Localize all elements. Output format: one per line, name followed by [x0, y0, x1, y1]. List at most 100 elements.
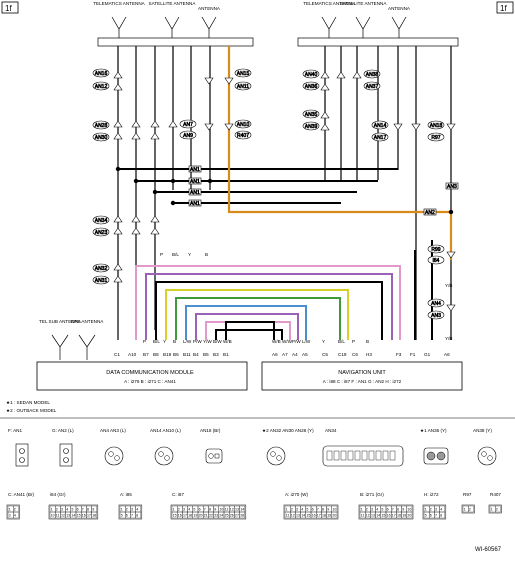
pin-number: 3 [9, 514, 11, 518]
pin-number: 20 [407, 514, 411, 518]
svg-text:P/W: P/W [193, 339, 202, 344]
pin-number: 18 [188, 514, 192, 518]
pin-number: 3 [61, 508, 63, 512]
pin-number: 3 [371, 508, 373, 512]
connector-an35: AN35 [302, 109, 320, 119]
pin-number: 6 [312, 508, 314, 512]
colored-wire-bundles [135, 240, 433, 340]
pin-number: 4 [66, 508, 68, 512]
svg-text:L/W: L/W [302, 339, 311, 344]
svg-text:AN1: AN1 [190, 190, 200, 196]
pin-number: 2 [291, 508, 293, 512]
legend-pinout-label: i84 (Gr) [50, 492, 66, 497]
pin-number: 2 [469, 508, 471, 512]
connector-an11: AN11 [234, 81, 252, 91]
svg-text:1f: 1f [500, 4, 507, 13]
legend-pinout-label: H: i272 [424, 492, 439, 497]
pin-number: 12 [291, 514, 295, 518]
legend-connector-label: F: AN1 [8, 428, 22, 433]
svg-text:P: P [143, 339, 146, 344]
pin-number: 7 [435, 514, 437, 518]
nav-wire-colors: W/B W/W P/W L/W Y B/L P B [272, 339, 369, 344]
svg-text:B6: B6 [173, 352, 179, 357]
pin-number: 16 [312, 514, 316, 518]
svg-text:L/W: L/W [183, 339, 192, 344]
svg-text:B1: B1 [223, 352, 229, 357]
antenna-symbols [111, 16, 407, 38]
pin-number: 24 [219, 514, 223, 518]
svg-text:AN12: AN12 [95, 84, 108, 90]
pin-number: 6 [430, 514, 432, 518]
svg-text:P/W: P/W [292, 339, 301, 344]
pin-number: 10 [332, 508, 336, 512]
svg-text:AN35: AN35 [305, 112, 318, 118]
pin-number: 16 [82, 514, 86, 518]
pin-number: 16 [178, 514, 182, 518]
svg-text:AN34: AN34 [95, 218, 108, 224]
svg-text:AN30: AN30 [95, 135, 108, 141]
svg-text:AN14: AN14 [374, 123, 387, 129]
legend-connector-label: AN34 [325, 428, 337, 433]
svg-text:AN17: AN17 [374, 135, 387, 141]
pin-number: 13 [296, 514, 300, 518]
svg-text:B/L: B/L [172, 252, 179, 257]
svg-text:AN1: AN1 [190, 179, 200, 185]
pin-number: 10 [51, 514, 55, 518]
connectors-left: AN16 AN12 AN28 AN30 AN7 AN9 AN15 AN11 AN… [92, 68, 252, 285]
block-connector-icon [322, 445, 404, 467]
pin-number: 4 [188, 508, 190, 512]
pin-number: 3 [435, 508, 437, 512]
left-antenna-body [97, 37, 254, 47]
connector-an3: AN3 [427, 310, 445, 320]
svg-text:R407: R407 [237, 133, 249, 139]
pin-number: 12 [61, 514, 65, 518]
connector-an40: AN40 [302, 69, 320, 79]
svg-text:Y/W: Y/W [203, 339, 212, 344]
svg-text:GPS ANTENNA: GPS ANTENNA [71, 319, 105, 324]
bottom-antennas: TEL SUB ANTENNA GPS ANTENNA [39, 319, 104, 360]
svg-text:B/L: B/L [338, 339, 345, 344]
connector-i84: i84 [427, 255, 445, 265]
svg-text:H3: H3 [366, 352, 372, 357]
svg-text:B11: B11 [183, 352, 191, 357]
svg-text:AN1: AN1 [190, 167, 200, 173]
connector-an23: AN23 [92, 227, 110, 237]
pin-number: 7 [317, 508, 319, 512]
legend-connector-5: ★2 AN32 AN30 AN28 (Y) [262, 428, 314, 466]
pin-number: 20 [332, 514, 336, 518]
svg-text:R97: R97 [431, 135, 440, 141]
pin-number: 6 [77, 508, 79, 512]
svg-text:AN10: AN10 [237, 122, 250, 128]
pin-number: 12 [366, 514, 370, 518]
pin-number: 4 [440, 508, 442, 512]
pin-number: 21 [204, 514, 208, 518]
svg-text:B/L: B/L [153, 339, 160, 344]
square-connector-icon [205, 448, 223, 464]
pin-number: 2 [56, 508, 58, 512]
pin-number: 10 [407, 508, 411, 512]
svg-text:AN18: AN18 [430, 123, 443, 129]
pin-number: 6 [126, 514, 128, 518]
pin-number: 10 [219, 508, 223, 512]
svg-text:A6: A6 [272, 352, 278, 357]
connector-an15: AN15 [234, 68, 252, 78]
svg-text:AN15: AN15 [237, 71, 250, 77]
svg-text:TELEMATICS ANTENNA: TELEMATICS ANTENNA [303, 1, 355, 6]
pin-number: 7 [131, 514, 133, 518]
pin-number: 7 [204, 508, 206, 512]
pin-number: 27 [235, 514, 239, 518]
pin-number: 1 [51, 508, 53, 512]
svg-text:AN16: AN16 [95, 71, 108, 77]
svg-text:ANTENNA: ANTENNA [198, 6, 221, 11]
pin-number: 26 [230, 514, 234, 518]
svg-text:A6: A6 [444, 352, 450, 357]
pin-number: 14 [71, 514, 75, 518]
svg-text:W/B: W/B [223, 339, 232, 344]
svg-text:B/W: B/W [213, 339, 222, 344]
svg-text:B8: B8 [153, 352, 159, 357]
pin-number: 11 [56, 514, 60, 518]
svg-text:F1: F1 [410, 352, 416, 357]
